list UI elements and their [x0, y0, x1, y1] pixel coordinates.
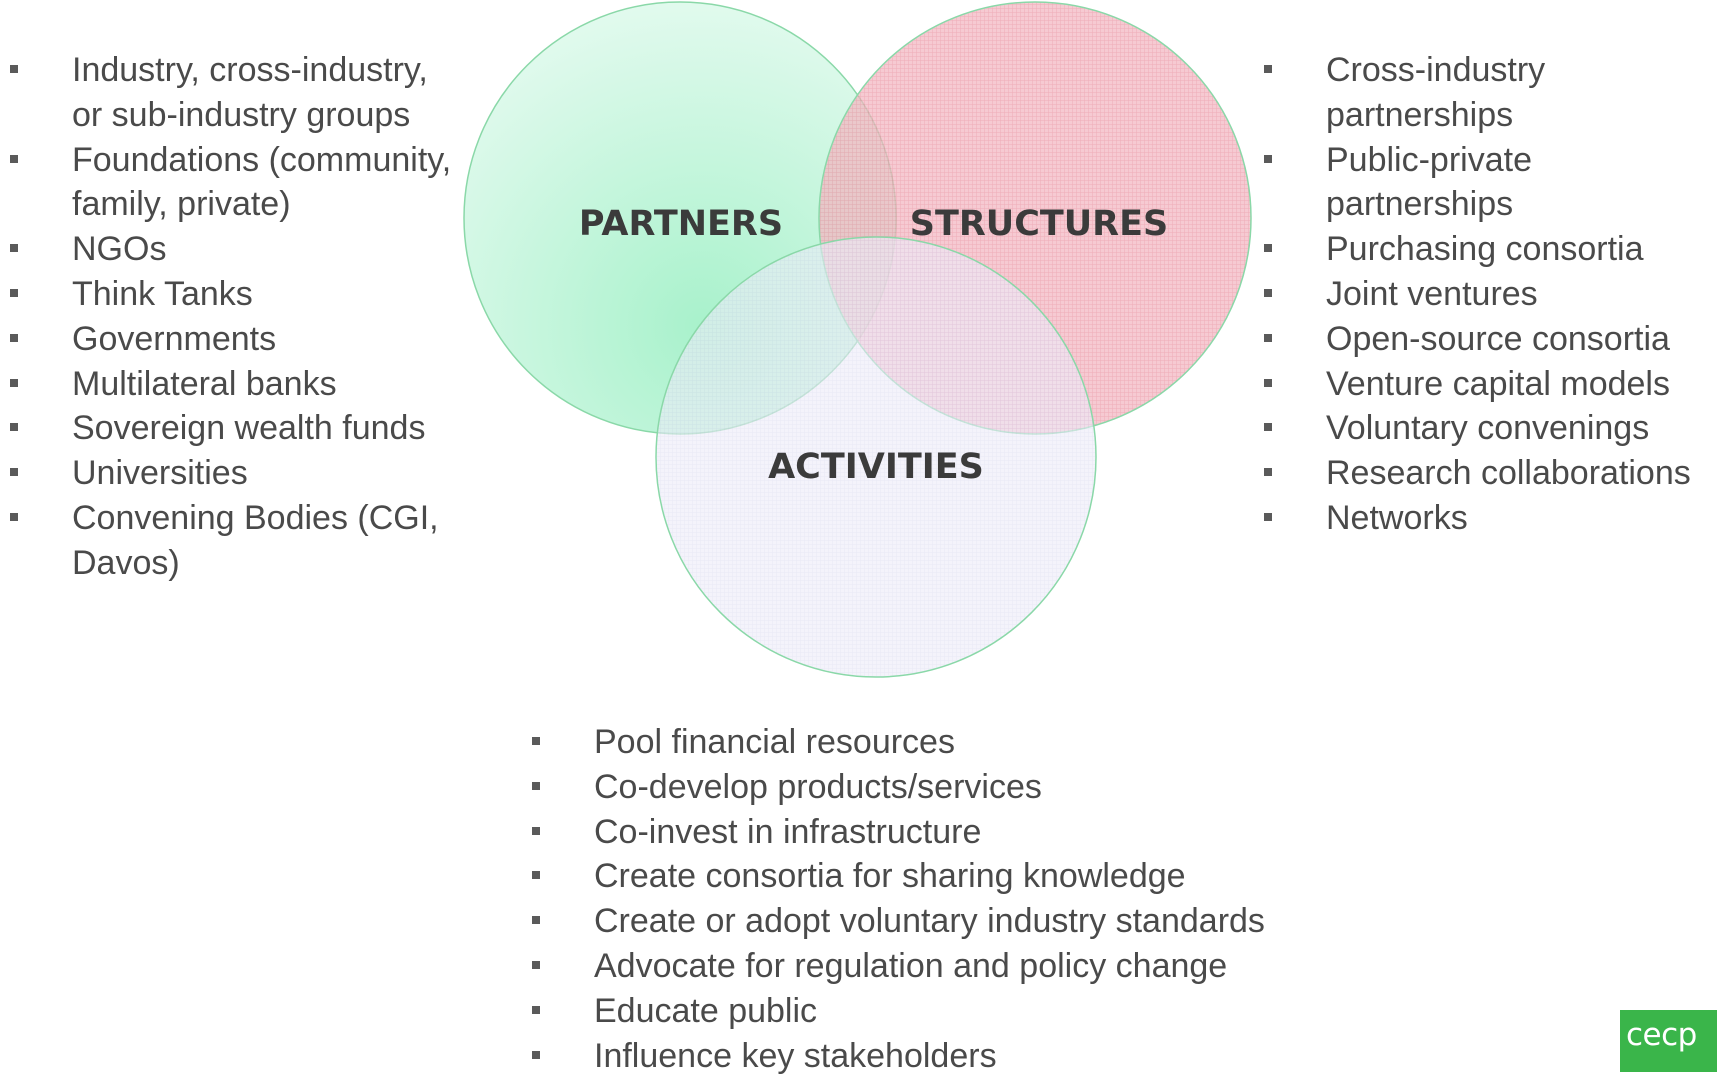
list-item: Multilateral banks [10, 362, 460, 407]
cecp-logo: cecp [1620, 1010, 1717, 1072]
list-item: Research collaborations [1264, 451, 1716, 496]
list-item: Influence key stakeholders [532, 1034, 1432, 1078]
list-item: Open-source consortia [1264, 317, 1716, 362]
list-item: Create consortia for sharing knowledge [532, 854, 1432, 899]
list-item: Co-develop products/services [532, 765, 1432, 810]
partners-list: Industry, cross-industry, or sub-industr… [10, 48, 460, 586]
activities-circle [655, 236, 1097, 678]
list-item: Pool financial resources [532, 720, 1432, 765]
list-item: Foundations (community, family, private) [10, 138, 460, 228]
structures-label: STRUCTURES [910, 204, 1169, 244]
list-item: Co-invest in infrastructure [532, 810, 1432, 855]
list-item: Public-private partnerships [1264, 138, 1716, 228]
list-item: Voluntary convenings [1264, 406, 1716, 451]
list-item: Industry, cross-industry, or sub-industr… [10, 48, 460, 138]
list-item: Networks [1264, 496, 1716, 541]
list-item: Purchasing consortia [1264, 227, 1716, 272]
list-item: Convening Bodies (CGI, Davos) [10, 496, 460, 586]
list-item: Think Tanks [10, 272, 460, 317]
list-item: Governments [10, 317, 460, 362]
list-item: Advocate for regulation and policy chang… [532, 944, 1432, 989]
list-item: Educate public [532, 989, 1432, 1034]
list-item: Cross-industry partnerships [1264, 48, 1716, 138]
list-item: Universities [10, 451, 460, 496]
list-item: NGOs [10, 227, 460, 272]
list-item: Venture capital models [1264, 362, 1716, 407]
activities-list: Pool financial resources Co-develop prod… [532, 720, 1432, 1078]
partners-label: PARTNERS [579, 204, 783, 244]
list-item: Sovereign wealth funds [10, 406, 460, 451]
list-item: Joint ventures [1264, 272, 1716, 317]
structures-list: Cross-industry partnerships Public-priva… [1264, 48, 1716, 541]
list-item: Create or adopt voluntary industry stand… [532, 899, 1432, 944]
activities-label: ACTIVITIES [768, 447, 984, 487]
